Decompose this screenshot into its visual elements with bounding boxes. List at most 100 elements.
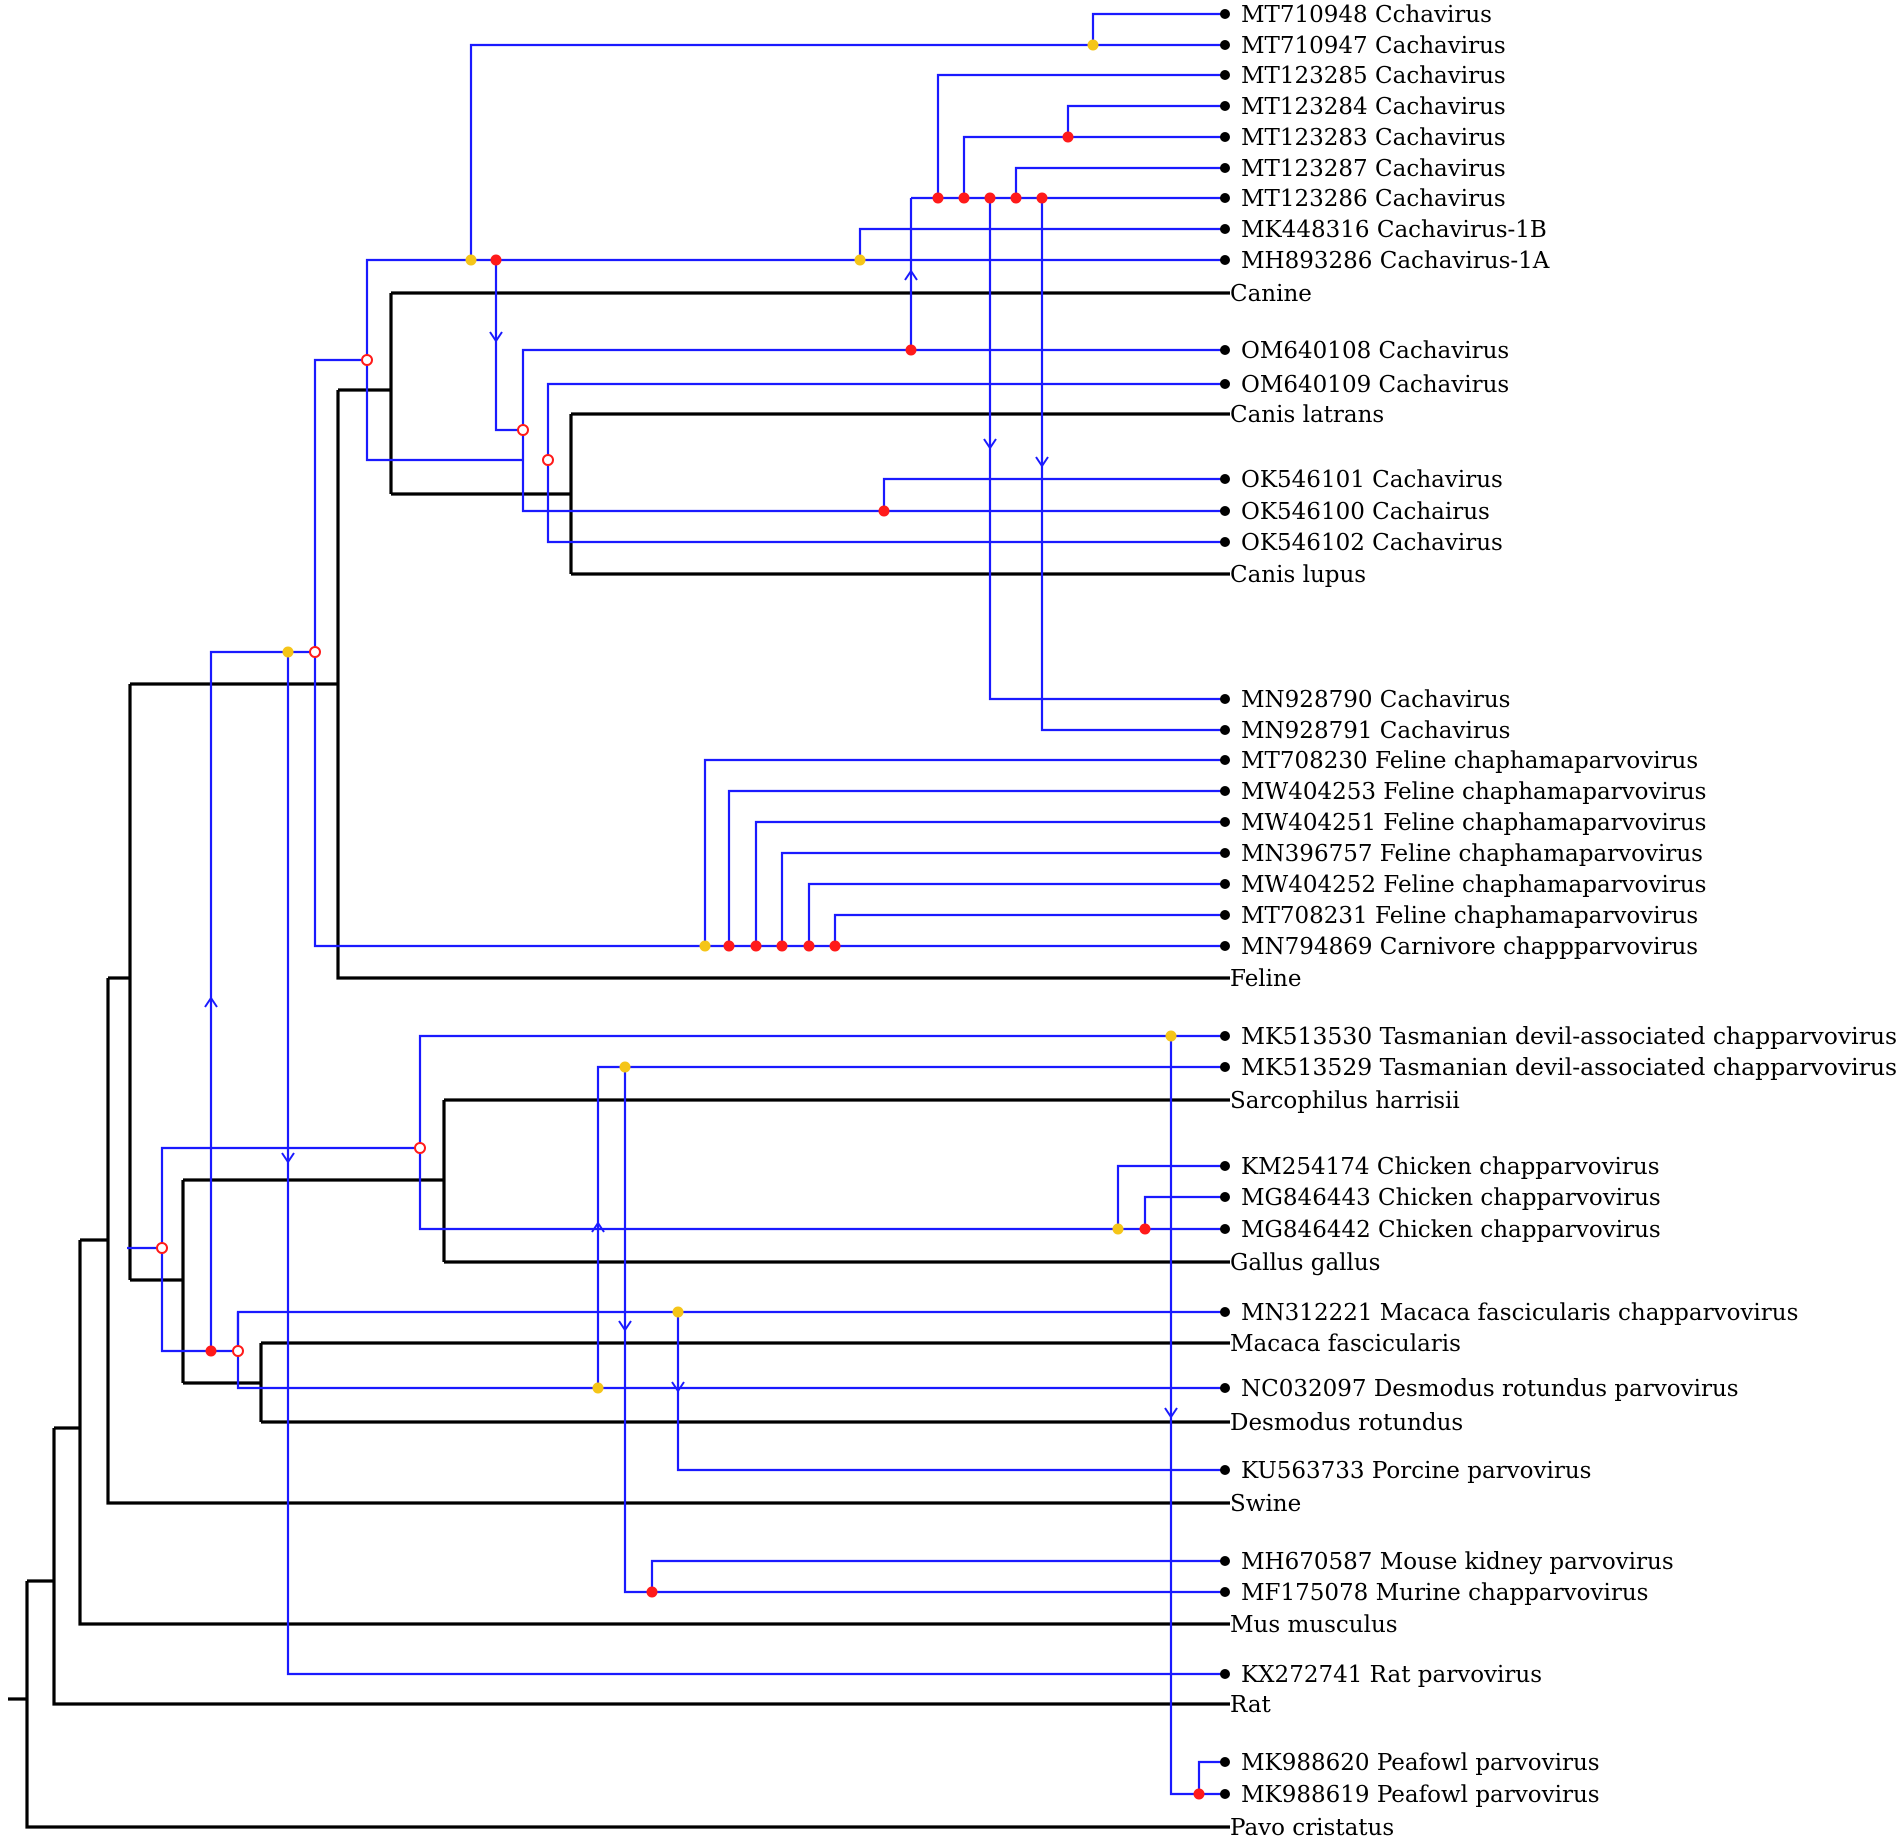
parasite-branch	[494, 260, 523, 432]
parasite-leaf-label: MG846443 Chicken chapparvovirus	[1241, 1185, 1661, 1211]
parasite-branch	[521, 348, 911, 430]
parasite-branch	[209, 650, 288, 1351]
cospeciation-node	[1010, 192, 1022, 204]
cospeciation-node	[723, 940, 735, 952]
parasite-branch	[727, 789, 1222, 946]
leaf-dot	[1220, 1031, 1230, 1041]
parasite-leaf-label: MF175078 Murine chapparvovirus	[1241, 1580, 1648, 1606]
cospeciation-node	[490, 254, 502, 266]
leaf-dot	[1220, 101, 1230, 111]
parasite-branch	[1066, 104, 1222, 137]
arrow-down-icon	[618, 1320, 632, 1332]
leaf-dot	[1220, 345, 1230, 355]
host-labels: Canine Canis latrans Canis lupus Feline …	[1230, 281, 1463, 1838]
parasite-leaf-label: MH893286 Cachavirus-1A	[1241, 248, 1550, 274]
parasite-leaf-label: MK513530 Tasmanian devil-associated chap…	[1241, 1024, 1897, 1050]
leaf-dot	[1220, 163, 1230, 173]
parasite-leaf-label: MT123287 Cachavirus	[1241, 156, 1506, 182]
parasite-leaf-label: MW404252 Feline chaphamaparvovirus	[1241, 872, 1706, 898]
parasite-leaf-label: KX272741 Rat parvovirus	[1241, 1662, 1542, 1688]
parasite-branch	[1091, 12, 1222, 45]
duplication-node	[1165, 1030, 1177, 1042]
parasite-leaf-label: MK448316 Cachavirus-1B	[1241, 217, 1547, 243]
parasite-branch	[1040, 198, 1222, 732]
parasite-leaf-label: MK988620 Peafowl parvovirus	[1241, 1750, 1600, 1776]
host-leaf-label: Pavo cristatus	[1230, 1815, 1394, 1838]
leaf-dot	[1220, 910, 1230, 920]
duplication-node	[282, 646, 294, 658]
parasite-labels: MT710948 Cchavirus MT710947 Cachavirus M…	[1241, 2, 1897, 1808]
parasite-branch	[596, 1065, 625, 1388]
leaf-dot	[1220, 1161, 1230, 1171]
parasite-leaf-label: MW404253 Feline chaphamaparvovirus	[1241, 779, 1706, 805]
parasite-leaf-label: MT710947 Cachavirus	[1241, 33, 1506, 59]
parasite-leaf-label: OM640109 Cachavirus	[1241, 372, 1509, 398]
leaf-dot	[1220, 725, 1230, 735]
cospeciation-node	[646, 1586, 658, 1598]
arrow-up-icon	[904, 269, 918, 281]
host-tree	[8, 291, 1230, 1829]
parasite-leaf-label: KU563733 Porcine parvovirus	[1241, 1458, 1591, 1484]
cospeciation-node	[803, 940, 815, 952]
parasite-branch	[286, 652, 1222, 1676]
parasite-leaf-label: NC032097 Desmodus rotundus parvovirus	[1241, 1376, 1739, 1402]
leaf-dot	[1220, 474, 1230, 484]
parasite-branch	[211, 1310, 678, 1353]
leaf-dots	[1220, 9, 1230, 1799]
cospeciation-node	[829, 940, 841, 952]
arrow-down-icon	[281, 1152, 295, 1164]
cospeciation-node	[905, 344, 917, 356]
leaf-dot	[1220, 694, 1230, 704]
duplication-node	[854, 254, 866, 266]
parasite-branch	[936, 73, 1222, 198]
host-switch-node	[517, 424, 529, 436]
parasite-leaf-label: OK546100 Cachairus	[1241, 499, 1490, 525]
parasite-branch	[988, 198, 1222, 701]
parasite-branch	[650, 1559, 1222, 1592]
cospeciation-node	[878, 505, 890, 517]
host-switch-node	[361, 354, 373, 366]
parasite-branch	[1169, 1036, 1199, 1796]
leaf-dot	[1220, 9, 1230, 19]
event-nodes	[156, 39, 1205, 1800]
arrow-down-icon	[1164, 1407, 1178, 1419]
parasite-branch	[546, 382, 1222, 460]
leaf-dot	[1220, 1383, 1230, 1393]
parasite-leaf-label: MT708230 Feline chaphamaparvovirus	[1241, 748, 1698, 774]
host-switch-node	[542, 454, 554, 466]
host-leaf-label: Mus musculus	[1230, 1612, 1398, 1638]
parasite-branch	[1197, 1760, 1222, 1794]
parasite-branch	[469, 43, 1093, 260]
host-leaf-label: Sarcophilus harrisii	[1230, 1088, 1460, 1114]
parasite-leaf-label: MN312221 Macaca fascicularis chapparvovi…	[1241, 1300, 1798, 1326]
host-branch	[78, 1240, 1230, 1626]
parasite-branch	[1116, 1164, 1222, 1229]
parasite-branch	[127, 1246, 211, 1353]
cospeciation-node	[932, 192, 944, 204]
parasite-branch	[313, 652, 705, 948]
leaf-dot	[1220, 1556, 1230, 1566]
host-switch-node	[156, 1242, 168, 1254]
parasite-leaf-label: MT123284 Cachavirus	[1241, 94, 1506, 120]
parasite-leaf-label: MK988619 Peafowl parvovirus	[1241, 1782, 1600, 1808]
parasite-branch	[882, 477, 1222, 511]
duplication-node	[1112, 1223, 1124, 1235]
leaf-dot	[1220, 755, 1230, 765]
host-leaf-label: Macaca fascicularis	[1230, 1331, 1461, 1357]
leaf-dot	[1220, 40, 1230, 50]
leaf-dot	[1220, 70, 1230, 80]
host-leaf-label: Canis lupus	[1230, 562, 1366, 588]
parasite-leaf-label: MK513529 Tasmanian devil-associated chap…	[1241, 1055, 1897, 1081]
parasite-branch	[703, 758, 1222, 946]
leaf-dot	[1220, 1307, 1230, 1317]
parasite-branch	[365, 360, 523, 462]
parasite-branch	[313, 358, 367, 652]
host-leaf-label: Canine	[1230, 281, 1312, 307]
duplication-node	[699, 940, 711, 952]
parasite-branch	[858, 227, 1222, 260]
parasite-leaf-label: MG846442 Chicken chapparvovirus	[1241, 1217, 1661, 1243]
arrows	[204, 269, 1178, 1419]
parasite-branch	[160, 1146, 420, 1248]
parasite-leaf-label: OK546101 Cachavirus	[1241, 467, 1503, 493]
